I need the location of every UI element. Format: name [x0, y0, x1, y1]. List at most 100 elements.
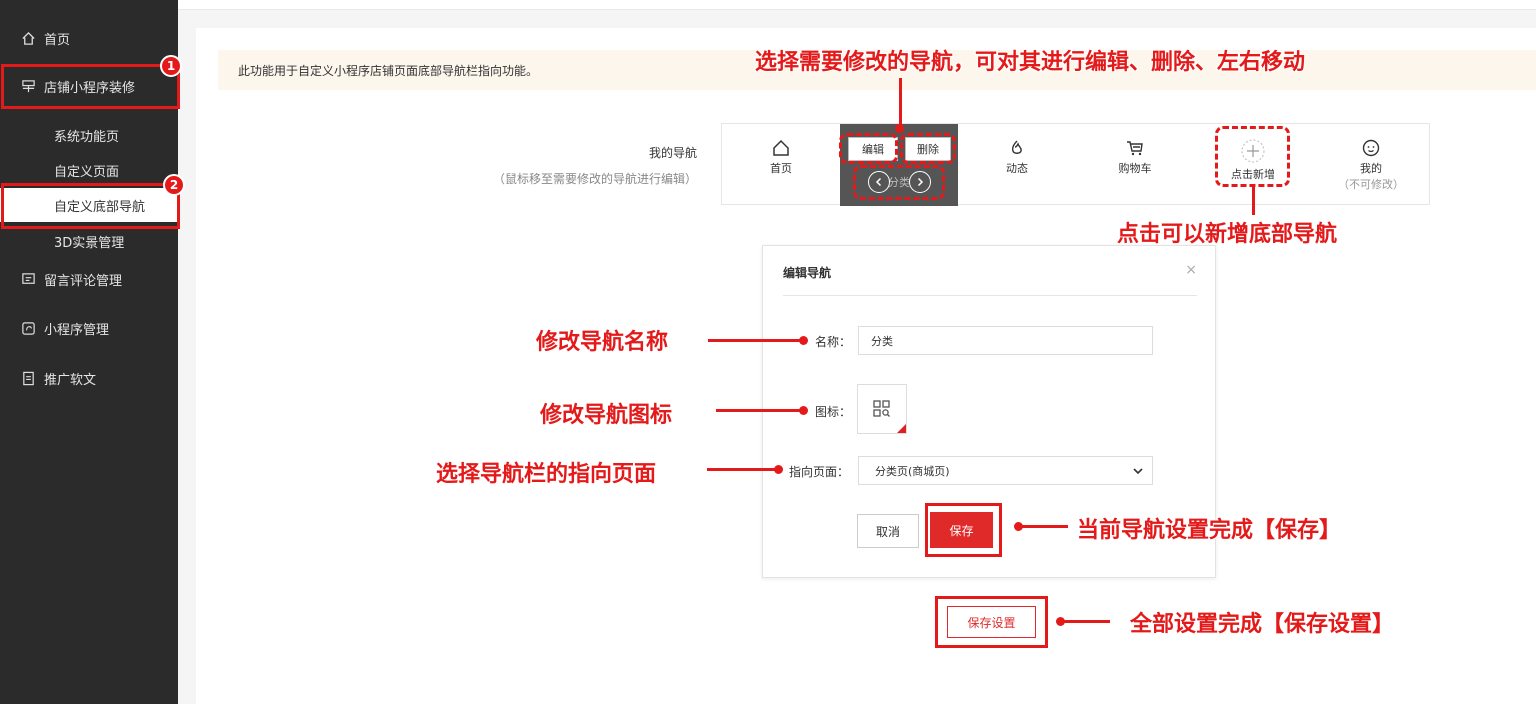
store-icon: [20, 78, 36, 94]
category-icon: [873, 400, 890, 417]
sidebar-item-label: 店铺小程序装修: [44, 80, 136, 96]
highlight-edit: [839, 133, 898, 164]
nav-item-label: 首页: [770, 162, 792, 175]
annotation-dot: [895, 124, 904, 133]
highlight-save: [925, 503, 1002, 557]
nav-item-feed[interactable]: 动态: [958, 124, 1076, 206]
miniapp-icon: [20, 320, 36, 336]
icon-picker[interactable]: [857, 384, 907, 434]
sidebar-sub-custom-pages[interactable]: 自定义页面: [0, 153, 178, 187]
page-select[interactable]: 分类页(商城页): [858, 456, 1153, 485]
sidebar-sub-label: 自定义页面: [54, 164, 120, 180]
sidebar-sub-label: 自定义底部导航: [54, 199, 146, 215]
name-input-value: 分类: [871, 334, 893, 348]
name-label: 名称：: [815, 335, 852, 349]
chevron-left-icon: [875, 177, 882, 187]
sidebar-sub-3d-scene[interactable]: 3D实景管理: [0, 224, 178, 258]
save-settings-button[interactable]: 保存设置: [947, 606, 1036, 638]
home-icon: [20, 30, 36, 46]
annotation-dot: [1056, 617, 1065, 626]
highlight-move: [853, 165, 945, 200]
sidebar-item-promo[interactable]: 推广软文: [0, 360, 178, 396]
annotation-line: [1062, 620, 1110, 623]
annotation-save: 当前导航设置完成【保存】: [1077, 517, 1342, 543]
highlight-bottom-nav: [1, 183, 180, 229]
sidebar-sub-label: 系统功能页: [54, 129, 120, 145]
chevron-down-icon: [1133, 468, 1143, 475]
annotation-dot: [774, 465, 783, 474]
smile-icon: [1362, 139, 1380, 157]
nav-item-sublabel: （不可修改）: [1338, 178, 1404, 191]
sidebar-item-label: 小程序管理: [44, 322, 110, 338]
annotation-line: [899, 78, 902, 128]
annotation-line: [708, 339, 802, 342]
flame-icon: [1011, 140, 1022, 154]
highlight-store-decor: [1, 64, 180, 109]
sidebar-item-comments[interactable]: 留言评论管理: [0, 261, 178, 297]
sidebar-item-label: 首页: [44, 32, 71, 48]
sidebar-item-label: 留言评论管理: [44, 273, 123, 289]
nav-item-label: 我的: [1360, 162, 1382, 175]
document-icon: [20, 370, 36, 386]
edit-button[interactable]: 编辑: [848, 137, 898, 161]
dialog-title: 编辑导航: [783, 266, 832, 280]
annotation-add: 点击可以新增底部导航: [1117, 221, 1338, 247]
sidebar-item-store-decor[interactable]: 店铺小程序装修: [0, 68, 178, 104]
chevron-right-icon: [917, 177, 924, 187]
nav-item-home[interactable]: 首页: [722, 124, 840, 206]
sidebar-item-miniapp[interactable]: 小程序管理: [0, 310, 178, 346]
my-nav-title: 我的导航: [648, 146, 697, 160]
divider: [783, 295, 1197, 296]
nav-item-cart[interactable]: 购物车: [1076, 124, 1194, 206]
step-badge-2: 2: [163, 174, 185, 196]
icon-label: 图标：: [815, 405, 852, 419]
sidebar-item-home[interactable]: 首页: [0, 20, 178, 56]
sidebar-item-label: 推广软文: [44, 372, 97, 388]
home-icon: [773, 139, 789, 156]
sidebar: 首页 店铺小程序装修 系统功能页 自定义页面 自定义底部导航 3D实景管理 留言…: [0, 0, 178, 704]
annotation-dot: [799, 406, 808, 415]
edit-nav-dialog: 编辑导航 ×: [762, 245, 1216, 578]
save-button[interactable]: 保存: [930, 512, 993, 548]
annotation-page: 选择导航栏的指向页面: [436, 461, 657, 487]
close-icon[interactable]: ×: [1185, 262, 1197, 278]
nav-item-label: 购物车: [1118, 162, 1152, 175]
highlight-save-settings: [935, 596, 1048, 648]
page-select-value: 分类页(商城页): [875, 464, 950, 478]
plus-circle-icon: [1241, 139, 1265, 163]
nav-item-label: 点击新增: [1231, 168, 1275, 181]
nav-item-add[interactable]: 点击新增: [1194, 124, 1312, 206]
cancel-button[interactable]: 取消: [857, 514, 919, 548]
annotation-top: 选择需要修改的导航，可对其进行编辑、删除、左右移动: [755, 49, 1306, 75]
nav-item-mine: 我的 （不可修改）: [1312, 124, 1430, 206]
annotation-line: [707, 468, 780, 471]
annotation-icon: 修改导航图标: [540, 402, 673, 428]
top-strip: [178, 0, 1536, 10]
move-right-button[interactable]: [909, 171, 931, 193]
sidebar-sub-system-pages[interactable]: 系统功能页: [0, 118, 178, 152]
nav-preview-bar: 首页 分类 编辑 删除 动态 购物车 点击新增 我的 （不可修改）: [721, 123, 1430, 206]
annotation-dot: [799, 336, 808, 345]
nav-item-label: 动态: [1006, 162, 1028, 175]
sidebar-sub-custom-bottom-nav[interactable]: 自定义底部导航: [0, 188, 178, 222]
cart-icon: [1127, 141, 1143, 156]
move-left-button[interactable]: [868, 171, 890, 193]
sidebar-sub-label: 3D实景管理: [54, 235, 125, 251]
highlight-delete: [900, 133, 956, 164]
step-badge-1: 1: [160, 55, 182, 77]
comment-icon: [20, 271, 36, 287]
annotation-line: [716, 409, 802, 412]
nav-item-label: 分类: [888, 176, 910, 189]
corner-marker: [897, 424, 906, 433]
highlight-add: [1215, 126, 1290, 187]
annotation-line: [1020, 525, 1068, 528]
notice-bar: 此功能用于自定义小程序店铺页面底部导航栏指向功能。: [218, 50, 1536, 90]
my-nav-hint: （鼠标移至需要修改的导航进行编辑）: [492, 172, 697, 186]
delete-button[interactable]: 删除: [905, 137, 951, 161]
annotation-name: 修改导航名称: [536, 329, 669, 355]
annotation-dot: [1014, 522, 1023, 531]
name-input[interactable]: 分类: [858, 326, 1153, 355]
annotation-save-all: 全部设置完成【保存设置】: [1130, 611, 1395, 637]
annotation-line: [1252, 187, 1255, 215]
page-label: 指向页面：: [789, 465, 850, 479]
